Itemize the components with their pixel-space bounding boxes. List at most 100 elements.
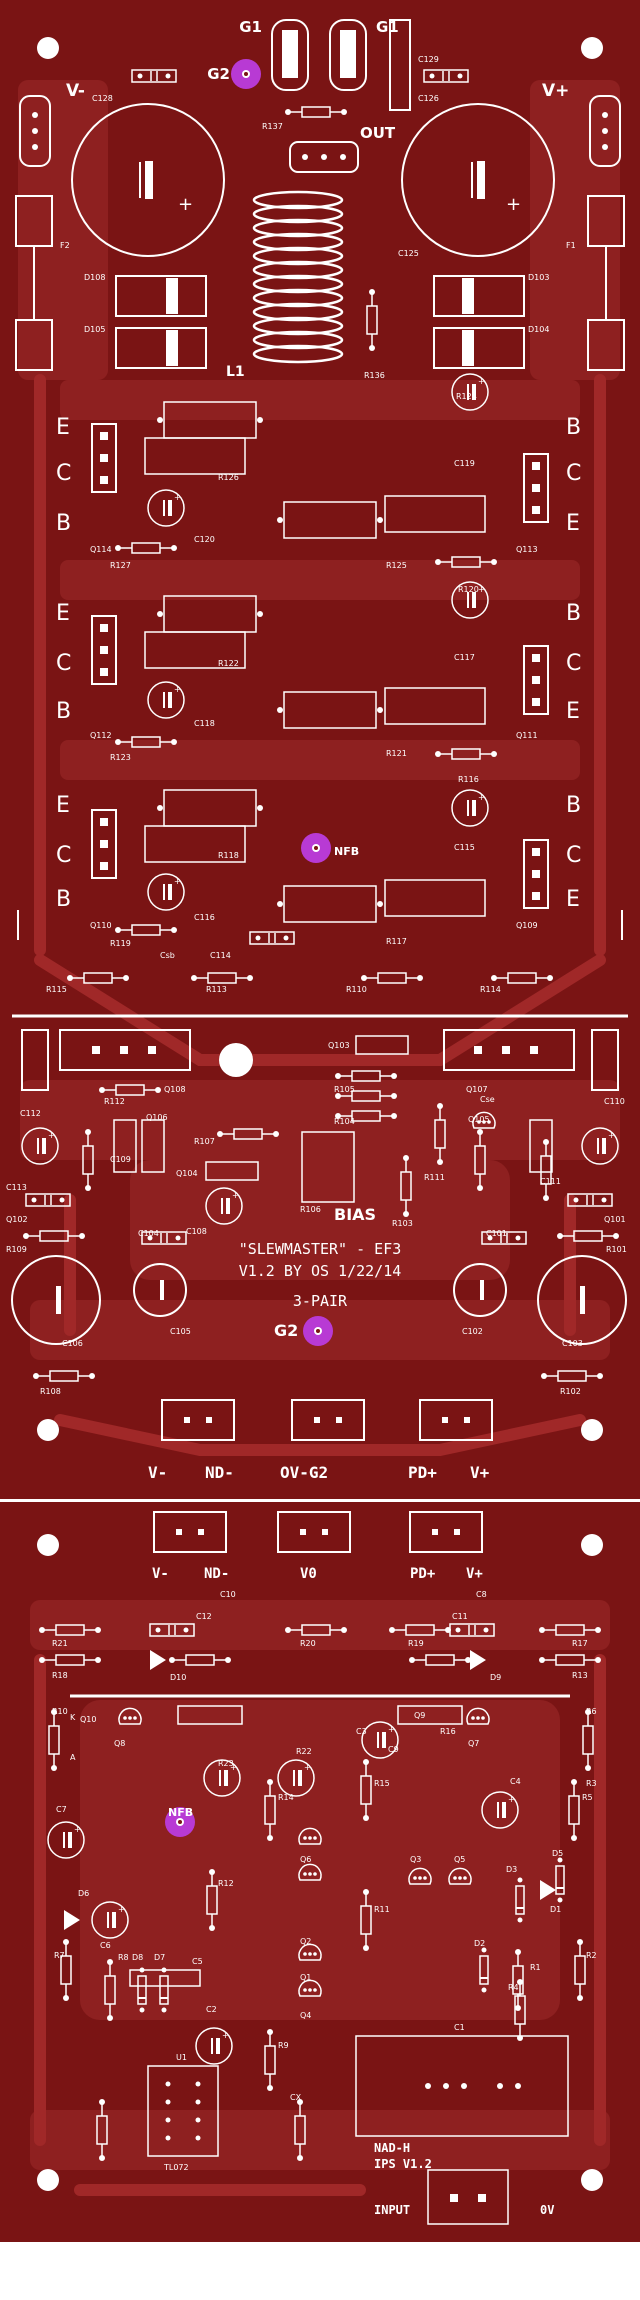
ref-c102: C102 [462, 1327, 483, 1336]
svg-text:E: E [566, 887, 580, 912]
ref-d103: D103 [528, 273, 549, 282]
g1-left-label: G1 [239, 18, 262, 36]
svg-text:V0: V0 [300, 1566, 317, 1582]
ref-r112: R112 [104, 1097, 125, 1106]
mounting-hole [37, 37, 603, 1441]
svg-text:PD+: PD+ [408, 1463, 437, 1482]
ref-r101: R101 [606, 1245, 627, 1254]
ref-d10: D10 [170, 1673, 186, 1682]
g2-via-top [231, 59, 261, 89]
svg-text:OV-G2: OV-G2 [280, 1463, 328, 1482]
svg-text:V+: V+ [470, 1463, 490, 1482]
ref-q4: Q4 [300, 2011, 311, 2020]
svg-text:E: E [56, 415, 70, 440]
ref-r20: R20 [300, 1639, 316, 1648]
ref-q101: Q101 [604, 1215, 626, 1224]
ref-d9: D9 [490, 1673, 501, 1682]
v-plus-label: V+ [542, 81, 569, 101]
ref-c119: C119 [454, 459, 475, 468]
svg-text:B: B [566, 793, 581, 818]
ref-q8: Q8 [114, 1739, 125, 1748]
ref-k: K [70, 1713, 76, 1722]
output-stage-board: + + [0, 0, 640, 1500]
ref-d2: D2 [474, 1939, 485, 1948]
ref-r23: R23 [218, 1759, 234, 1768]
svg-text:IPS V1.2: IPS V1.2 [374, 2157, 432, 2171]
ref-q111: Q111 [516, 731, 538, 740]
ref-r126: R126 [218, 473, 239, 482]
ref-d3: D3 [506, 1865, 517, 1874]
ref-r113: R113 [206, 985, 227, 994]
ref-r109: R109 [6, 1245, 27, 1254]
svg-text:NAD-H: NAD-H [374, 2141, 410, 2155]
board-pairs: 3-PAIR [293, 1292, 348, 1310]
nfb-via [301, 833, 331, 863]
l1-label: L1 [226, 364, 245, 380]
g1-right-label: G1 [376, 18, 399, 36]
mounting-hole [37, 1534, 603, 2191]
ref-c126: C126 [418, 94, 439, 103]
svg-text:B: B [566, 601, 581, 626]
ref-r102: R102 [560, 1387, 581, 1396]
svg-text:C: C [56, 651, 71, 676]
ref-r122: R122 [218, 659, 239, 668]
ref-c109: C109 [110, 1155, 131, 1164]
ref-q10: Q10 [80, 1715, 96, 1724]
ref-a: A [70, 1753, 76, 1762]
ref-r3: R3 [586, 1779, 597, 1788]
out-label: OUT [360, 124, 396, 142]
svg-text:B: B [56, 699, 71, 724]
ref-d8: D8 [132, 1953, 143, 1962]
ref-c9: C9 [388, 1745, 399, 1754]
fuse-holders [15, 195, 625, 371]
ref-d6: D6 [78, 1889, 89, 1898]
ref-r16: R16 [440, 1727, 456, 1736]
ref-c101: C101 [486, 1229, 507, 1238]
ref-c118: C118 [194, 719, 215, 728]
ref-r119: R119 [110, 939, 131, 948]
local-decoupling-caps [11, 1255, 627, 1345]
ref-c113: C113 [6, 1183, 27, 1192]
ref-c11: C11 [452, 1612, 468, 1621]
ref-q3: Q3 [410, 1855, 421, 1864]
g2-mid-label: G2 [274, 1321, 298, 1340]
ref-r1: R1 [530, 1963, 541, 1972]
ref-r136: R136 [364, 371, 385, 380]
ref-tl072: TL072 [163, 2163, 189, 2172]
ref-r17: R17 [572, 1639, 588, 1648]
ref-q2: Q2 [300, 1937, 311, 1946]
ref-q7: Q7 [468, 1739, 479, 1748]
g1-connectors [19, 19, 621, 173]
svg-text:+: + [178, 194, 193, 215]
ref-c1: C1 [454, 2023, 465, 2032]
ref-r2: R2 [586, 1951, 597, 1960]
ref-c110: C110 [604, 1097, 625, 1106]
ref-d108: D108 [84, 273, 105, 282]
ref-r120: R120 [458, 585, 479, 594]
nfb-label: NFB [334, 845, 359, 858]
rectifier-diodes [115, 275, 525, 369]
ref-r137: R137 [262, 122, 283, 131]
svg-text:+: + [506, 194, 521, 215]
svg-text:C: C [566, 651, 581, 676]
svg-text:V+: V+ [466, 1566, 483, 1582]
input-stage-board: R21 R20 R19 R17 R18 R13 C10 C12 C11 C8 D… [0, 1502, 640, 2242]
bias-label: BIAS [334, 1205, 376, 1224]
ref-c2: C2 [206, 2005, 217, 2014]
pin-letters: E C B B C E E C B B C E E C B B C E [56, 415, 581, 912]
svg-text:E: E [56, 601, 70, 626]
power-connector-labels: V- ND- OV-G2 PD+ V+ [148, 1463, 490, 1482]
ref-c4: C4 [510, 1777, 521, 1786]
ref-c106: C106 [62, 1339, 83, 1348]
ref-r121: R121 [386, 749, 407, 758]
ref-r13: R13 [572, 1671, 588, 1680]
ref-c116: C116 [194, 913, 215, 922]
ref-f1: F1 [566, 241, 576, 250]
ref-c120: C120 [194, 535, 215, 544]
ref-cse: Cse [480, 1095, 495, 1104]
svg-text:C: C [56, 461, 71, 486]
ref-csb: Csb [160, 951, 175, 960]
ref-r11: R11 [374, 1905, 390, 1914]
ref-c104: C104 [138, 1229, 159, 1238]
ref-q110: Q110 [90, 921, 112, 930]
